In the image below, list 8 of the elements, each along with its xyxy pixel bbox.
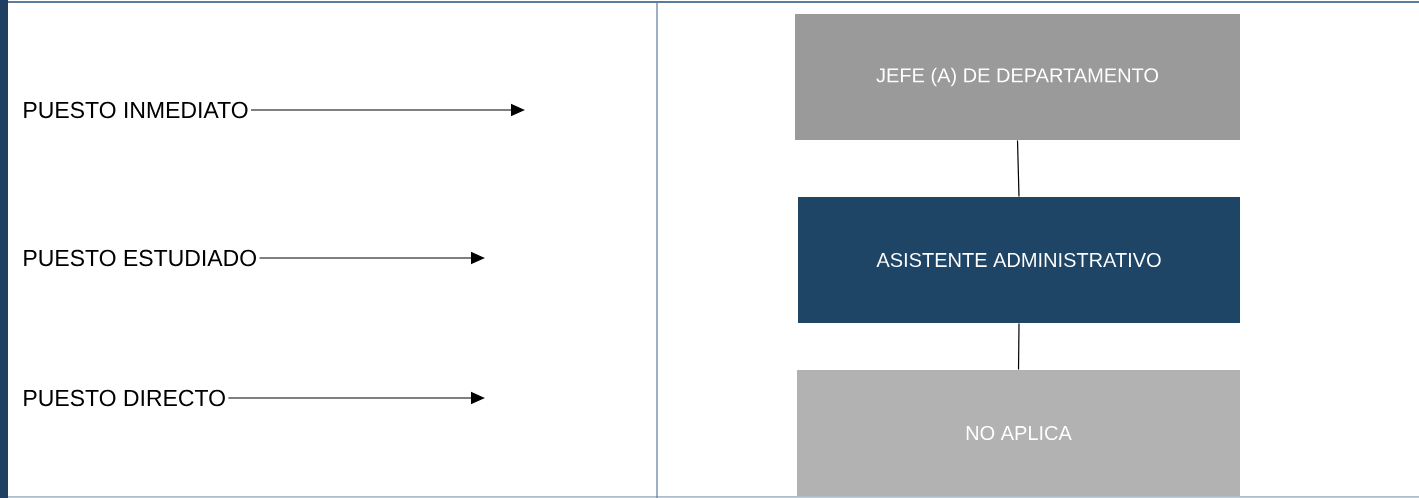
position-label: PUESTO DIRECTO (24, 389, 225, 407)
position-box: ASISTENTE ADMINISTRATIVO (798, 197, 1240, 323)
position-box: NO APLICA (797, 370, 1240, 496)
position-box: JEFE (A) DE DEPARTAMENTO (795, 14, 1240, 140)
position-label: PUESTO ESTUDIADO (24, 249, 256, 267)
connector-line (1016, 139, 1020, 198)
connector-line (1017, 322, 1020, 371)
position-label: PUESTO INMEDIATO (24, 101, 248, 119)
